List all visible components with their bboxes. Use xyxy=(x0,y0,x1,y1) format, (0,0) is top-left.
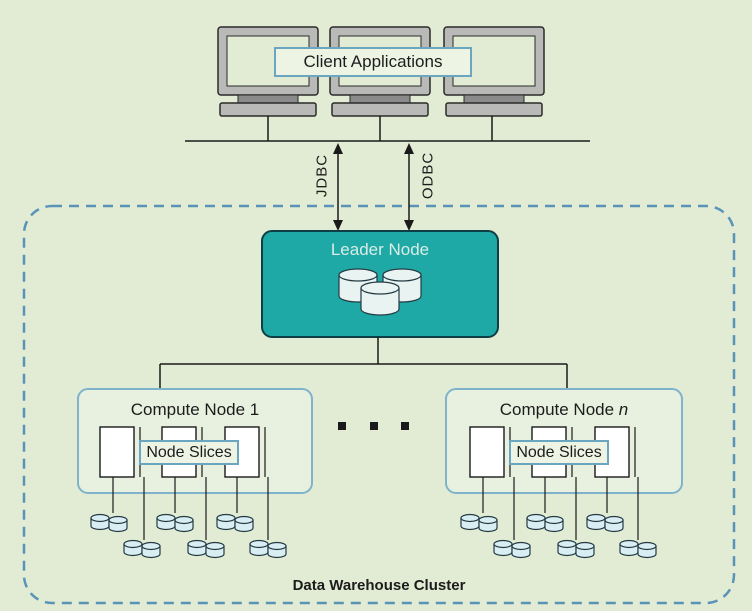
compute-node-1-disks xyxy=(90,477,287,559)
disk-icon xyxy=(619,539,639,557)
disk-icon xyxy=(234,515,254,533)
compute-node-n-label: Compute Node n xyxy=(446,401,682,418)
disk-icon xyxy=(478,515,498,533)
leader-database-icon xyxy=(338,268,422,316)
disk-icon xyxy=(141,541,161,559)
disk-icon xyxy=(557,539,577,557)
compute-node-n-disks xyxy=(460,477,657,559)
disk-icon xyxy=(526,513,546,531)
disk-icon xyxy=(108,515,128,533)
disk-icon xyxy=(249,539,269,557)
disk-icon xyxy=(511,541,531,559)
disk-icon xyxy=(460,513,480,531)
disk-icon xyxy=(637,541,657,559)
disk-icon xyxy=(493,539,513,557)
disk-icon xyxy=(174,515,194,533)
disk-icon xyxy=(586,513,606,531)
node-slices-1-label: Node Slices xyxy=(139,440,239,465)
monitor-icon xyxy=(329,26,431,141)
disk-icon xyxy=(575,541,595,559)
node-slices-1 xyxy=(99,426,266,478)
monitor-icon xyxy=(443,26,545,141)
disk-icon xyxy=(156,513,176,531)
leader-node-label: Leader Node xyxy=(330,240,430,259)
slice-icon xyxy=(469,426,511,478)
disk-icon xyxy=(205,541,225,559)
disk-icon xyxy=(216,513,236,531)
odbc-arrow xyxy=(404,143,414,231)
leader-to-compute-connector xyxy=(159,337,568,389)
compute-node-1-label: Compute Node 1 xyxy=(130,400,260,419)
disk-icon xyxy=(187,539,207,557)
odbc-label: ODBC xyxy=(419,151,437,200)
client-computers xyxy=(217,26,545,141)
disk-icon xyxy=(544,515,564,533)
compute-node-n-prefix: Compute Node xyxy=(499,400,619,419)
disk-icon xyxy=(267,541,287,559)
client-applications-label: Client Applications xyxy=(274,47,472,77)
disk-icon xyxy=(90,513,110,531)
cluster-boundary xyxy=(22,204,736,605)
data-warehouse-cluster-label: Data Warehouse Cluster xyxy=(292,577,466,594)
node-slices-n-label: Node Slices xyxy=(509,440,609,465)
monitor-icon xyxy=(217,26,319,141)
disk-icon xyxy=(360,281,400,316)
jdbc-label: JDBC xyxy=(313,153,331,198)
slice-icon xyxy=(99,426,141,478)
disk-icon xyxy=(604,515,624,533)
ellipsis-dots-icon xyxy=(338,422,409,430)
compute-node-n-italic: n xyxy=(618,400,629,419)
jdbc-arrow xyxy=(333,143,343,231)
disk-icon xyxy=(123,539,143,557)
